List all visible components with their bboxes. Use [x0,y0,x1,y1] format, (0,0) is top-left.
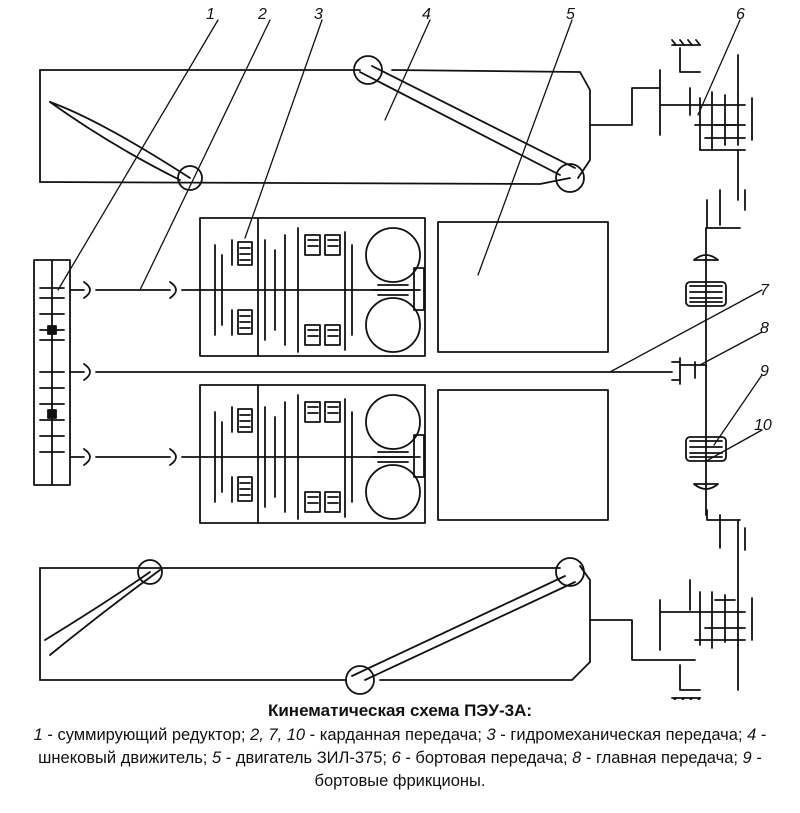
transmission-upper [199,217,426,357]
legend-num: 5 [211,749,222,767]
legend-num: 8 [572,749,582,767]
legend-num: 2, 7, 10 [250,726,306,744]
legend-text: - бортовая передача; [400,749,573,767]
legend-num: 4 [747,726,757,744]
caption-title: Кинематическая схема ПЭУ-3А: [267,701,533,720]
leader-lines [57,19,763,461]
legend-text: - двигатель ЗИЛ-375; [221,749,392,767]
legend-text: - бортовые фрикционы. [314,749,762,790]
legend-num: 9 [742,749,752,767]
callout-7: 7 [760,282,770,299]
callout-1: 1 [206,6,215,23]
summing-gearbox [33,259,91,486]
callout-2: 2 [257,6,267,23]
final-drive-upper [659,39,753,229]
legend-text: - шнековый движитель; [38,726,767,767]
main-shaft [671,227,727,516]
legend-num: 3 [486,726,496,744]
legend-num: 1 [33,726,43,744]
callout-9: 9 [760,363,769,380]
callout-10: 10 [754,417,772,434]
transmission-lower [199,384,426,524]
engine-upper [437,221,609,353]
legend-text: - суммирующий редуктор; [42,726,251,744]
final-drive-lower [659,509,753,700]
caption-legend: 1 - суммирующий редуктор; 2, 7, 10 - кар… [0,722,800,793]
legend-text: - главная передача; [581,749,743,767]
callout-6: 6 [736,6,745,23]
lower-auger [39,557,696,695]
legend-text: - гидромеханическая передача; [495,726,748,744]
legend-text: - карданная передача; [305,726,487,744]
callout-4: 4 [422,6,431,23]
legend-num: 6 [391,749,401,767]
callout-3: 3 [314,6,323,23]
callout-5: 5 [566,6,575,23]
upper-auger [39,55,661,193]
caption: Кинематическая схема ПЭУ-3А: 1 - суммиру… [0,700,800,793]
engine-lower [437,389,609,521]
kinematic-diagram: 1 2 3 4 5 6 7 8 9 10 [33,6,772,700]
callout-8: 8 [760,320,769,337]
shafts [95,281,673,466]
